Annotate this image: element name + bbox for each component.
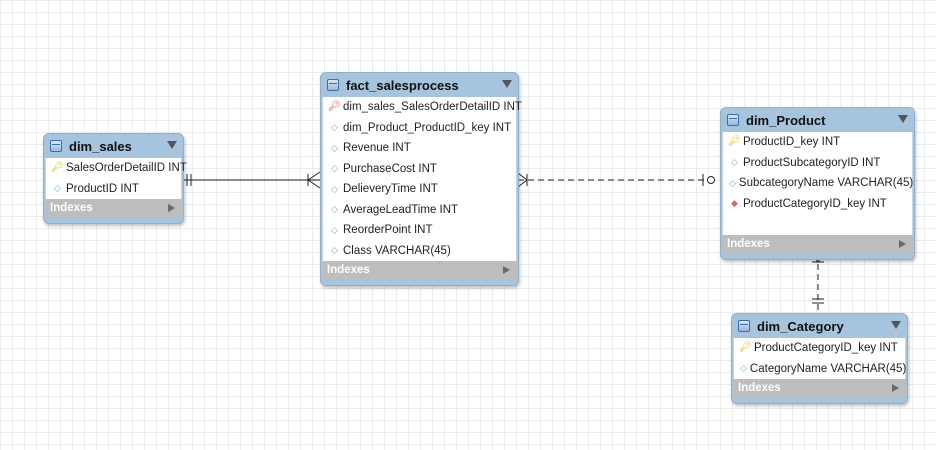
column-diamond-icon: ◇ [331,224,338,235]
entity-title: dim_sales [69,138,132,154]
column-diamond-icon: ◇ [331,204,338,215]
foreign-primary-key-icon: 🔑︎ [328,101,341,113]
foreign-key-solid-diamond-icon: ◆ [731,198,738,209]
column-row[interactable]: ◇ Revenue INT [323,138,516,159]
indexes-label: Indexes [50,202,93,214]
column-label: dim_Product_ProductID_key INT [343,121,512,134]
column-diamond-icon: ◇ [331,163,338,174]
entity-dim-category[interactable]: dim_Category 🔑︎ ProductCategoryID_key IN… [731,313,908,404]
relationship-sales-to-fact[interactable] [182,171,321,189]
collapse-toggle-icon[interactable] [167,141,177,149]
column-label: ProductCategoryID_key INT [754,342,898,355]
column-row[interactable]: ◆ ProductCategoryID_key INT [723,194,912,215]
primary-key-icon: 🔑︎ [51,162,64,174]
column-row[interactable]: ◇ SubcategoryName VARCHAR(45) [723,173,914,194]
table-icon [727,114,739,126]
column-row[interactable]: ◇ ProductID INT [46,179,181,200]
column-row[interactable]: ◇ PurchaseCost INT [323,159,516,180]
indexes-label: Indexes [738,382,781,394]
column-label: Revenue INT [343,142,411,155]
expand-triangle-icon[interactable] [899,239,906,248]
indexes-section[interactable]: Indexes [733,379,906,397]
column-row[interactable]: ◇ CategoryName VARCHAR(45) [734,359,907,380]
expand-triangle-icon[interactable] [168,204,175,212]
column-label: SubcategoryName VARCHAR(45) [738,177,914,190]
column-row[interactable]: ◇ dim_Product_ProductID_key INT [323,118,516,139]
entity-dim-product[interactable]: dim_Product 🔑︎ ProductID_key INT ◇ Produ… [720,107,915,260]
column-row[interactable]: ◇ AverageLeadTime INT [323,200,516,221]
column-row[interactable]: ◇ ReorderPoint INT [323,220,516,241]
collapse-toggle-icon[interactable] [891,321,901,329]
column-spacer [723,214,912,235]
column-row[interactable]: 🔑︎ dim_sales_SalesOrderDetailID INT [323,97,522,118]
column-label: DelieveryTime INT [343,183,438,196]
column-diamond-icon: ◇ [331,142,338,153]
entity-header[interactable]: dim_Category [732,314,907,338]
entity-header[interactable]: dim_Product [721,108,914,132]
column-row[interactable]: 🔑︎ SalesOrderDetailID INT [46,158,187,179]
collapse-toggle-icon[interactable] [898,115,908,123]
indexes-section[interactable]: Indexes [45,199,182,217]
indexes-label: Indexes [327,264,370,276]
indexes-label: Indexes [727,237,770,250]
column-list: 🔑︎ ProductID_key INT ◇ ProductSubcategor… [722,132,913,235]
primary-key-icon: 🔑︎ [728,136,741,148]
column-row[interactable]: ◇ ProductSubcategoryID INT [723,153,912,174]
indexes-section[interactable]: Indexes [722,234,913,253]
column-diamond-icon: ◇ [731,157,738,168]
column-diamond-icon: ◇ [331,183,338,194]
column-row[interactable]: ◇ DelieveryTime INT [323,179,516,200]
entity-title: dim_Product [746,112,826,128]
primary-key-icon: 🔑︎ [739,342,752,354]
column-label: ReorderPoint INT [343,224,433,237]
column-row[interactable]: 🔑︎ ProductCategoryID_key INT [734,338,905,359]
column-label: ProductSubcategoryID INT [743,156,881,169]
column-label: CategoryName VARCHAR(45) [749,362,907,375]
column-diamond-icon: ◇ [740,363,747,374]
column-row[interactable]: 🔑︎ ProductID_key INT [723,132,912,153]
column-label: SalesOrderDetailID INT [66,162,187,175]
column-row[interactable]: ◇ Class VARCHAR(45) [323,241,516,262]
column-label: ProductID INT [66,182,139,195]
entity-title: dim_Category [757,318,844,334]
entity-dim-sales[interactable]: dim_sales 🔑︎ SalesOrderDetailID INT ◇ Pr… [43,133,187,224]
column-list: 🔑︎ SalesOrderDetailID INT ◇ ProductID IN… [45,158,187,200]
collapse-toggle-icon[interactable] [502,80,512,88]
entity-fact-salesprocess[interactable]: fact_salesprocess 🔑︎ dim_sales_SalesOrde… [320,72,522,286]
table-icon [50,140,62,152]
entity-header[interactable]: dim_sales [44,134,183,158]
column-label: AverageLeadTime INT [343,203,459,216]
expand-triangle-icon[interactable] [892,384,899,392]
indexes-section[interactable]: Indexes [322,261,517,279]
column-list: 🔑︎ ProductCategoryID_key INT ◇ CategoryN… [733,338,906,379]
table-icon [738,320,750,332]
relationship-product-to-category[interactable] [811,253,825,313]
entity-title: fact_salesprocess [346,77,459,93]
column-label: PurchaseCost INT [343,162,437,175]
column-diamond-icon: ◇ [729,177,736,188]
column-label: ProductID_key INT [743,136,841,149]
table-icon [327,79,339,91]
column-list: 🔑︎ dim_sales_SalesOrderDetailID INT ◇ di… [322,97,522,262]
column-diamond-icon: ◇ [54,183,61,194]
expand-triangle-icon[interactable] [503,266,510,274]
column-label: dim_sales_SalesOrderDetailID INT [343,101,522,114]
relationship-fact-to-product[interactable] [517,172,715,188]
column-label: ProductCategoryID_key INT [743,197,887,210]
foreign-key-diamond-icon: ◇ [331,122,338,133]
entity-header[interactable]: fact_salesprocess [321,73,518,97]
column-label: Class VARCHAR(45) [343,244,451,257]
column-diamond-icon: ◇ [331,245,338,256]
